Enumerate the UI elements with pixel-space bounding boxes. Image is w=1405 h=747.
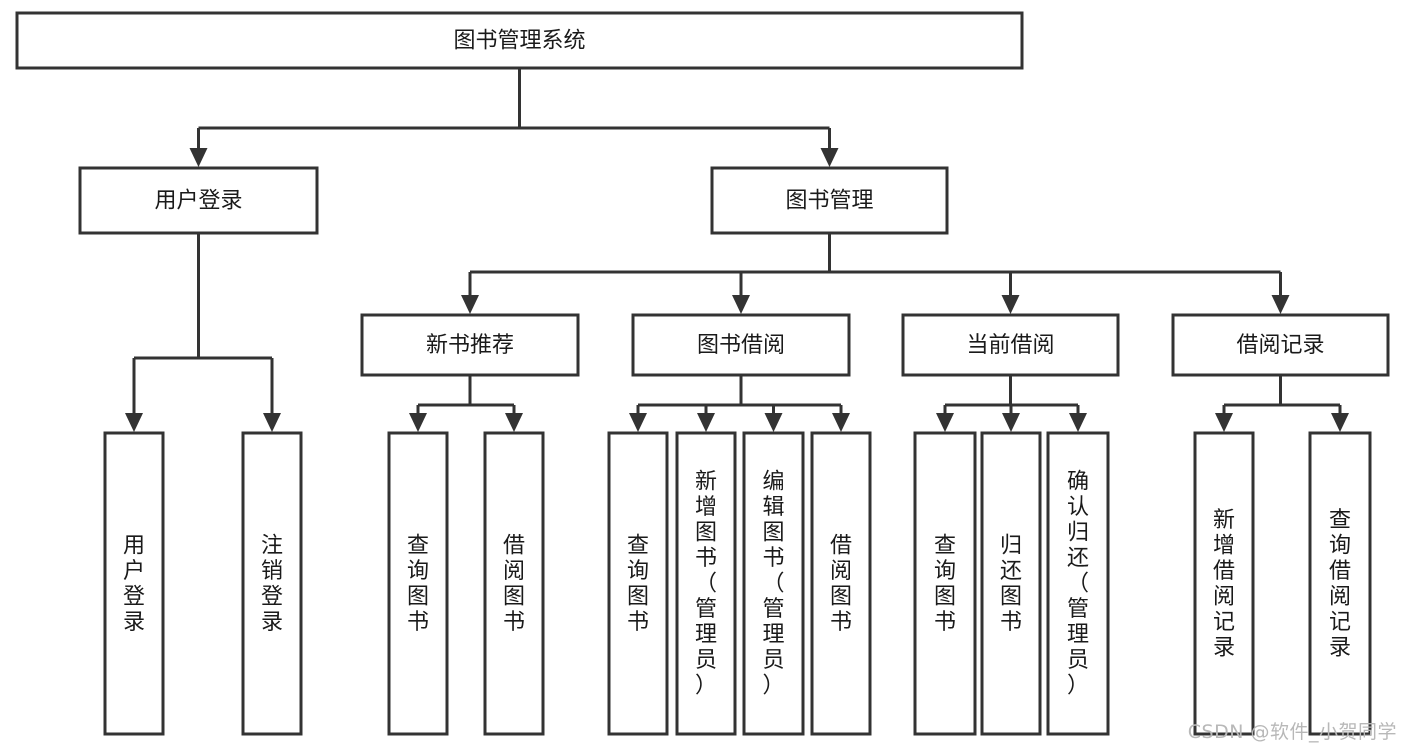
arrow-head-icon bbox=[461, 295, 479, 314]
node-box bbox=[241, 431, 303, 736]
node-leaf-br-query[interactable]: 查询借阅记录 bbox=[1308, 431, 1372, 736]
arrow-head-icon bbox=[697, 413, 715, 432]
node-box bbox=[913, 431, 977, 736]
node-label: 注销登录 bbox=[261, 533, 283, 635]
arrow-head-icon bbox=[409, 413, 427, 432]
node-label: 确认归还（管理员） bbox=[1067, 470, 1089, 699]
node-box bbox=[980, 431, 1042, 736]
node-box bbox=[15, 11, 1024, 70]
node-label: 编辑图书（管理员） bbox=[762, 470, 784, 699]
node-label: 归还图书 bbox=[1000, 533, 1022, 635]
node-box bbox=[1171, 313, 1390, 377]
arrow-head-icon bbox=[189, 148, 208, 167]
edge-layer bbox=[125, 68, 1349, 432]
node-label: 图书管理 bbox=[785, 189, 873, 214]
node-leaf-nb-borrow[interactable]: 借阅图书 bbox=[483, 431, 545, 736]
node-root[interactable]: 图书管理系统 bbox=[15, 11, 1024, 70]
arrow-head-icon bbox=[832, 413, 850, 432]
arrow-head-icon bbox=[1002, 413, 1020, 432]
node-leaf-bb-borrow[interactable]: 借阅图书 bbox=[810, 431, 872, 736]
node-l2-user-login[interactable]: 用户登录 bbox=[78, 166, 319, 235]
node-leaf-cb-query[interactable]: 查询图书 bbox=[913, 431, 977, 736]
arrow-head-icon bbox=[1001, 295, 1020, 314]
node-box bbox=[810, 431, 872, 736]
node-box bbox=[710, 166, 949, 235]
node-box bbox=[1308, 431, 1372, 736]
node-box bbox=[1193, 431, 1255, 736]
node-box bbox=[742, 431, 805, 736]
node-label: 新增借阅记录 bbox=[1213, 508, 1235, 661]
node-box bbox=[103, 431, 165, 736]
arrow-head-icon bbox=[1271, 295, 1290, 314]
arrow-head-icon bbox=[732, 295, 750, 314]
node-leaf-nb-query[interactable]: 查询图书 bbox=[387, 431, 449, 736]
node-leaf-cb-return[interactable]: 归还图书 bbox=[980, 431, 1042, 736]
node-leaf-bb-add[interactable]: 新增图书（管理员） bbox=[675, 431, 737, 736]
node-box bbox=[387, 431, 449, 736]
node-box bbox=[1046, 431, 1110, 736]
node-label: 用户登录 bbox=[154, 189, 242, 214]
arrow-head-icon bbox=[1331, 413, 1349, 432]
node-l3-new-book-rec[interactable]: 新书推荐 bbox=[360, 313, 580, 377]
node-label: 查询图书 bbox=[934, 533, 956, 635]
node-leaf-user-login[interactable]: 用户登录 bbox=[103, 431, 165, 736]
arrow-head-icon bbox=[820, 148, 839, 167]
node-l3-current-borrow[interactable]: 当前借阅 bbox=[901, 313, 1120, 377]
arrow-head-icon bbox=[1215, 413, 1233, 432]
node-box bbox=[78, 166, 319, 235]
node-label: 查询借阅记录 bbox=[1329, 508, 1351, 661]
node-box bbox=[607, 431, 669, 736]
arrow-head-icon bbox=[936, 413, 954, 432]
node-label: 借阅记录 bbox=[1236, 333, 1324, 358]
node-l3-book-borrow[interactable]: 图书借阅 bbox=[631, 313, 851, 377]
node-label: 图书借阅 bbox=[697, 333, 785, 358]
node-l2-book-mgmt[interactable]: 图书管理 bbox=[710, 166, 949, 235]
node-box bbox=[360, 313, 580, 377]
node-label: 新增图书（管理员） bbox=[695, 470, 717, 699]
node-label: 图书管理系统 bbox=[453, 29, 585, 54]
node-label: 查询图书 bbox=[407, 533, 429, 635]
node-leaf-bb-query[interactable]: 查询图书 bbox=[607, 431, 669, 736]
node-box bbox=[631, 313, 851, 377]
node-label: 新书推荐 bbox=[426, 333, 514, 358]
arrow-head-icon bbox=[263, 413, 281, 432]
node-label: 当前借阅 bbox=[966, 333, 1054, 358]
node-label: 用户登录 bbox=[123, 533, 145, 635]
arrow-head-icon bbox=[764, 413, 783, 432]
node-l3-borrow-record[interactable]: 借阅记录 bbox=[1171, 313, 1390, 377]
node-leaf-cb-confirm[interactable]: 确认归还（管理员） bbox=[1046, 431, 1110, 736]
arrow-head-icon bbox=[629, 413, 647, 432]
node-leaf-br-add[interactable]: 新增借阅记录 bbox=[1193, 431, 1255, 736]
node-leaf-user-logout[interactable]: 注销登录 bbox=[241, 431, 303, 736]
arrow-head-icon bbox=[1069, 413, 1087, 432]
arrow-head-icon bbox=[125, 413, 143, 432]
node-box bbox=[901, 313, 1120, 377]
node-box bbox=[675, 431, 737, 736]
node-box bbox=[483, 431, 545, 736]
node-label: 查询图书 bbox=[627, 533, 649, 635]
node-label: 借阅图书 bbox=[830, 533, 852, 635]
node-label: 借阅图书 bbox=[503, 533, 525, 635]
node-layer: 图书管理系统用户登录图书管理新书推荐图书借阅当前借阅借阅记录用户登录注销登录查询… bbox=[15, 11, 1390, 736]
arrow-head-icon bbox=[505, 413, 523, 432]
node-leaf-bb-edit[interactable]: 编辑图书（管理员） bbox=[742, 431, 805, 736]
